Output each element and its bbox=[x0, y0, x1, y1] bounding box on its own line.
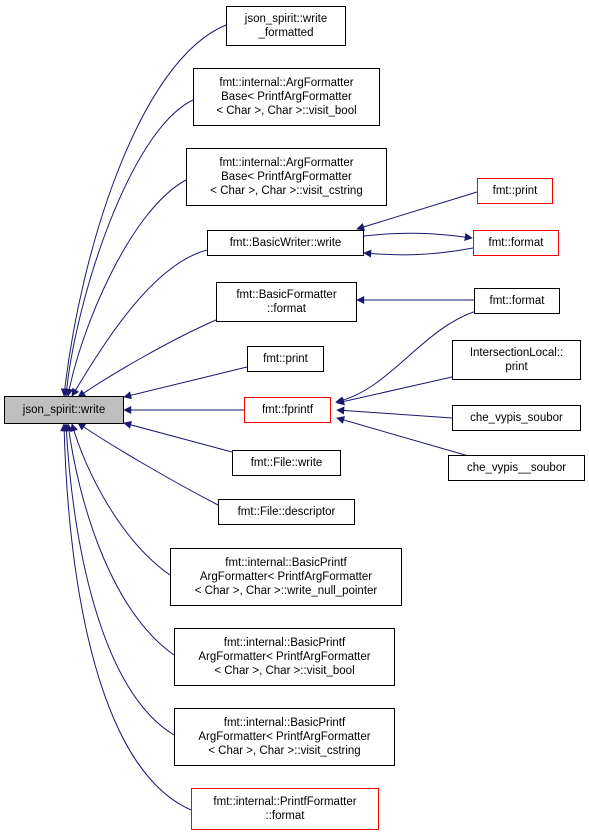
node-json-spirit-write-formatted[interactable]: json_spirit::write _formatted bbox=[226, 6, 346, 46]
edge-che-vypis-soubor-to-fprintf bbox=[336, 406, 453, 419]
edge-argfmt-visit-bool-to-root bbox=[62, 99, 194, 397]
node-file-write[interactable]: fmt::File::write bbox=[232, 450, 341, 476]
node-basicformatter-format[interactable]: fmt::BasicFormatter ::format bbox=[216, 282, 357, 322]
edge-format-red-to-basicwriter-write bbox=[363, 247, 474, 258]
edge-file-write-to-root bbox=[123, 421, 233, 453]
edge-che-vypis-underscore-soubor-to-fprintf bbox=[336, 416, 473, 458]
node-fmt-format-black[interactable]: fmt::format bbox=[474, 288, 560, 314]
edge-argfmt-visit-cstring-to-root bbox=[65, 179, 187, 397]
node-fmt-fprintf[interactable]: fmt::fprintf bbox=[244, 397, 331, 423]
edge-basicformatter-format-to-root bbox=[77, 319, 217, 398]
node-file-descriptor[interactable]: fmt::File::descriptor bbox=[218, 499, 355, 525]
edge-format-black-to-fprintf bbox=[335, 310, 477, 405]
node-intersectionlocal-print[interactable]: IntersectionLocal:: print bbox=[452, 340, 581, 380]
edge-bp-write-null-pointer-to-root bbox=[70, 423, 171, 576]
edge-write-formatted-to-root bbox=[60, 24, 227, 397]
node-che-vypis-soubor[interactable]: che_vypis_soubor bbox=[452, 405, 581, 431]
edge-basicwriter-write-to-root bbox=[71, 249, 208, 397]
node-basicprintf-visit-bool[interactable]: fmt::internal::BasicPrintf ArgFormatter<… bbox=[174, 628, 395, 686]
edge-intersection-print-to-fprintf bbox=[336, 376, 453, 406]
edge-bp-visit-cstring-to-root bbox=[62, 423, 175, 736]
edge-print-mid-to-root bbox=[123, 366, 248, 400]
edge-printfformatter-format-to-root bbox=[60, 423, 192, 811]
edge-basicwriter-write-to-format-red bbox=[363, 232, 473, 241]
node-che-vypis-underscore-soubor[interactable]: che_vypis__soubor bbox=[448, 455, 585, 481]
node-basicprintf-write-null-pointer[interactable]: fmt::internal::BasicPrintf ArgFormatter<… bbox=[170, 548, 402, 606]
node-argformatter-visit-cstring[interactable]: fmt::internal::ArgFormatter Base< Printf… bbox=[186, 148, 387, 206]
edge-bp-visit-bool-to-root bbox=[64, 423, 175, 656]
node-fmt-print-right[interactable]: fmt::print bbox=[477, 178, 553, 204]
node-fmt-print-mid[interactable]: fmt::print bbox=[247, 346, 324, 372]
node-printfformatter-format[interactable]: fmt::internal::PrintfFormatter ::format bbox=[191, 788, 379, 830]
node-json-spirit-write[interactable]: json_spirit::write bbox=[4, 396, 124, 424]
edge-print-right-to-basicwriter-write bbox=[356, 191, 478, 231]
node-basicprintf-visit-cstring[interactable]: fmt::internal::BasicPrintf ArgFormatter<… bbox=[174, 708, 395, 766]
node-fmt-format-red[interactable]: fmt::format bbox=[473, 230, 559, 256]
edge-file-descriptor-to-root bbox=[77, 422, 219, 506]
node-basicwriter-write[interactable]: fmt::BasicWriter::write bbox=[207, 230, 364, 256]
node-argformatter-visit-bool[interactable]: fmt::internal::ArgFormatter Base< Printf… bbox=[193, 68, 380, 126]
